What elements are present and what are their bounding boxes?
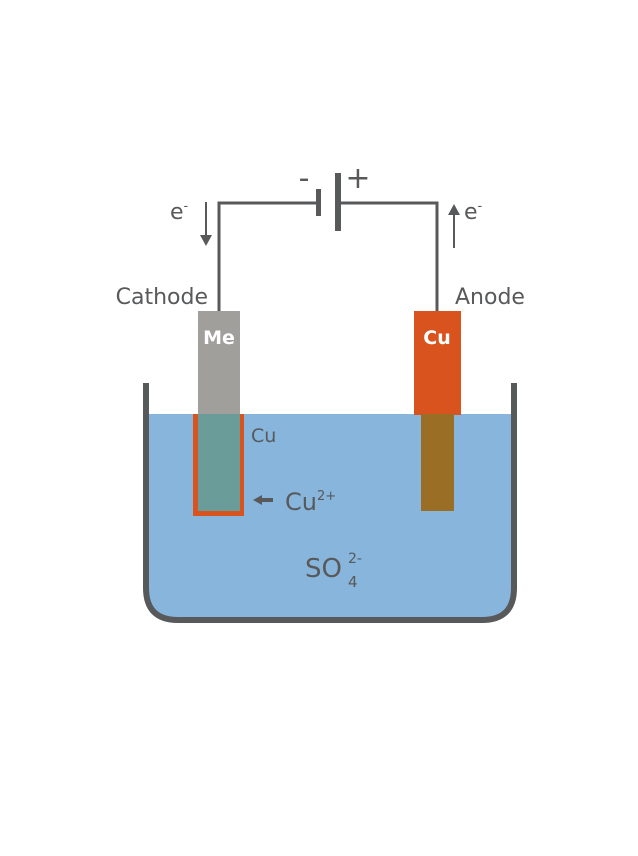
cathode-metal-top xyxy=(198,311,240,415)
anode-label: Anode xyxy=(455,285,525,310)
copper-ion-label: Cu2+ xyxy=(285,488,336,516)
copper-ion: Cu2+ xyxy=(253,488,336,516)
sulfate-ion-superscript: 2- xyxy=(348,551,362,567)
anode-metal-label: Cu xyxy=(423,327,450,349)
battery-short-plate xyxy=(316,189,321,216)
electron-left-label: e- xyxy=(170,199,189,225)
down-arrow-icon xyxy=(200,235,212,246)
anode-electrode: Cu xyxy=(414,311,461,511)
sulfate-ion-base: SO xyxy=(305,554,342,584)
battery-minus-sign: - xyxy=(299,161,310,196)
battery-long-plate xyxy=(335,173,341,231)
coating-label: Cu xyxy=(251,425,276,447)
sulfate-ion-subscript: 4 xyxy=(348,573,358,591)
battery: - + xyxy=(299,161,371,231)
left-arrow-icon xyxy=(253,495,262,505)
beaker xyxy=(143,383,517,623)
sulfate-ion: SO 4 2- xyxy=(305,551,362,591)
anode-copper-top xyxy=(414,311,461,415)
up-arrow-icon xyxy=(448,204,460,215)
cathode-metal-submerged xyxy=(198,414,240,511)
left-arrow-shaft xyxy=(261,498,273,502)
electron-flow-left: e- xyxy=(170,199,212,246)
cathode-metal-label: Me xyxy=(203,327,235,349)
cathode-label: Cathode xyxy=(116,285,208,310)
circuit-wire xyxy=(217,201,439,311)
cathode-electrode: Me xyxy=(193,311,244,516)
electron-flow-right: e- xyxy=(448,199,483,248)
electron-right-label: e- xyxy=(464,199,483,225)
battery-plus-sign: + xyxy=(345,161,370,196)
anode-copper-submerged xyxy=(421,414,454,511)
